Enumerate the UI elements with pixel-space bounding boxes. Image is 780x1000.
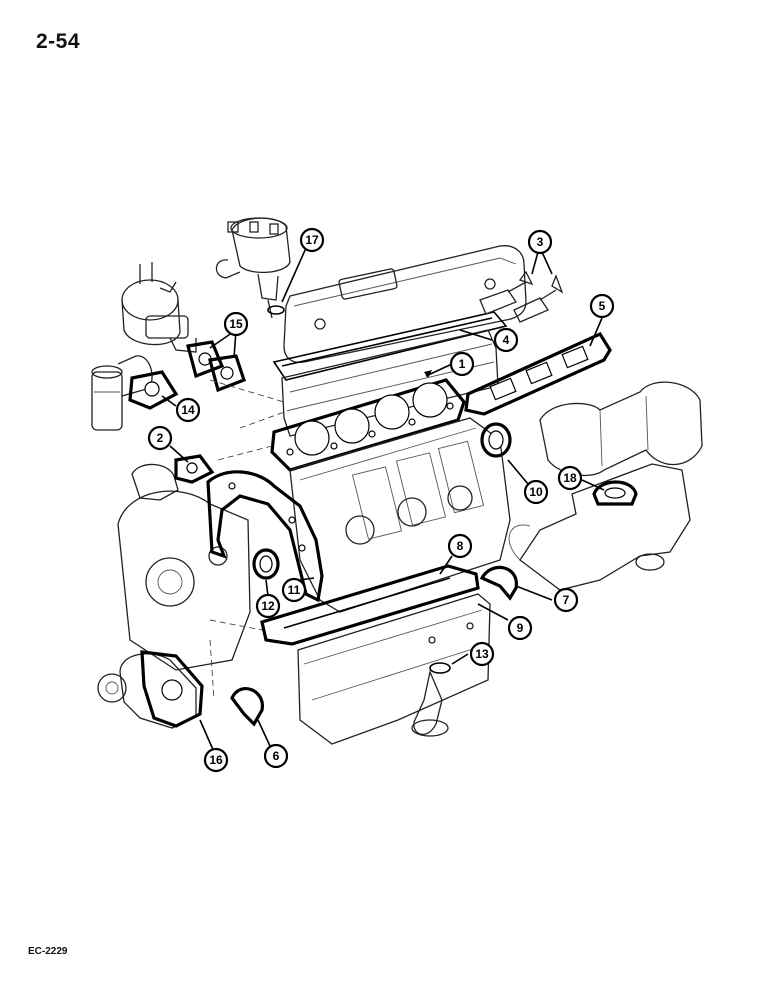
- svg-text:15: 15: [229, 317, 243, 331]
- callout-7: 7: [553, 587, 579, 613]
- svg-text:13: 13: [475, 647, 489, 661]
- water-pump-gasket: [140, 650, 204, 728]
- svg-text:4: 4: [503, 333, 510, 347]
- rocker-cover: [283, 245, 527, 364]
- sump-gasket: [260, 564, 480, 646]
- svg-text:18: 18: [563, 471, 577, 485]
- oil-sump: [297, 593, 491, 745]
- thermostat-housing: [131, 463, 179, 501]
- cylinder-block: [289, 417, 511, 613]
- svg-text:11: 11: [288, 583, 301, 597]
- figure-code: EC-2229: [28, 946, 68, 957]
- glow-plugs: [479, 270, 564, 323]
- callout-6: 6: [263, 743, 289, 769]
- distributor: [215, 217, 291, 319]
- callout-17: 17: [299, 227, 325, 253]
- fuel-pump-gaskets: [186, 340, 247, 393]
- callout-16: 16: [203, 747, 229, 773]
- thermostat-gasket: [174, 454, 215, 484]
- inlet-manifold-gasket: [464, 331, 612, 416]
- oil-filter-gasket: [128, 370, 179, 410]
- svg-text:16: 16: [209, 753, 223, 767]
- svg-text:8: 8: [457, 539, 464, 553]
- callout-15: 15: [223, 311, 249, 337]
- callout-3: 3: [527, 229, 553, 255]
- exhaust-flange-gasket: [592, 480, 638, 506]
- page-number: 2-54: [36, 30, 81, 53]
- callout-8: 8: [447, 533, 473, 559]
- svg-text:1: 1: [459, 357, 466, 371]
- svg-text:12: 12: [261, 599, 275, 613]
- front-crankshaft-seal: [252, 548, 280, 580]
- callout-1: 1: [449, 351, 475, 377]
- sump-front-seal: [230, 687, 264, 727]
- svg-text:17: 17: [305, 233, 319, 247]
- callout-5: 5: [589, 293, 615, 319]
- svg-text:2: 2: [157, 431, 164, 445]
- inlet-manifold: [539, 381, 703, 477]
- svg-text:5: 5: [599, 299, 606, 313]
- svg-text:7: 7: [563, 593, 570, 607]
- fuel-pump: [121, 262, 197, 353]
- callout-13: 13: [469, 641, 495, 667]
- svg-text:6: 6: [273, 749, 280, 763]
- oil-filter: [91, 355, 153, 431]
- svg-text:9: 9: [517, 621, 524, 635]
- svg-text:3: 3: [537, 235, 544, 249]
- callout-4: 4: [493, 327, 519, 353]
- rear-crankshaft-seal: [480, 422, 512, 458]
- timing-cover-gasket: [206, 470, 324, 603]
- exhaust-manifold: [508, 463, 691, 591]
- callout-2: 2: [147, 425, 173, 451]
- cylinder-head-gasket: [270, 378, 466, 472]
- callout-18: 18: [557, 465, 583, 491]
- alignment-lines: [209, 379, 291, 701]
- callout-10: 10: [523, 479, 549, 505]
- svg-text:14: 14: [181, 403, 195, 417]
- callout-14: 14: [175, 397, 201, 423]
- svg-text:10: 10: [529, 485, 543, 499]
- callout-9: 9: [507, 615, 533, 641]
- distributor-o-ring: [267, 305, 285, 315]
- timing-cover: [117, 490, 251, 671]
- oil-pickup-gasket: [429, 662, 451, 674]
- oil-pickup: [411, 669, 449, 737]
- callout-11: 11: [281, 577, 307, 603]
- rocker-cover-gasket: [272, 311, 508, 381]
- callout-12: 12: [255, 593, 281, 619]
- sump-rear-seal: [479, 565, 518, 601]
